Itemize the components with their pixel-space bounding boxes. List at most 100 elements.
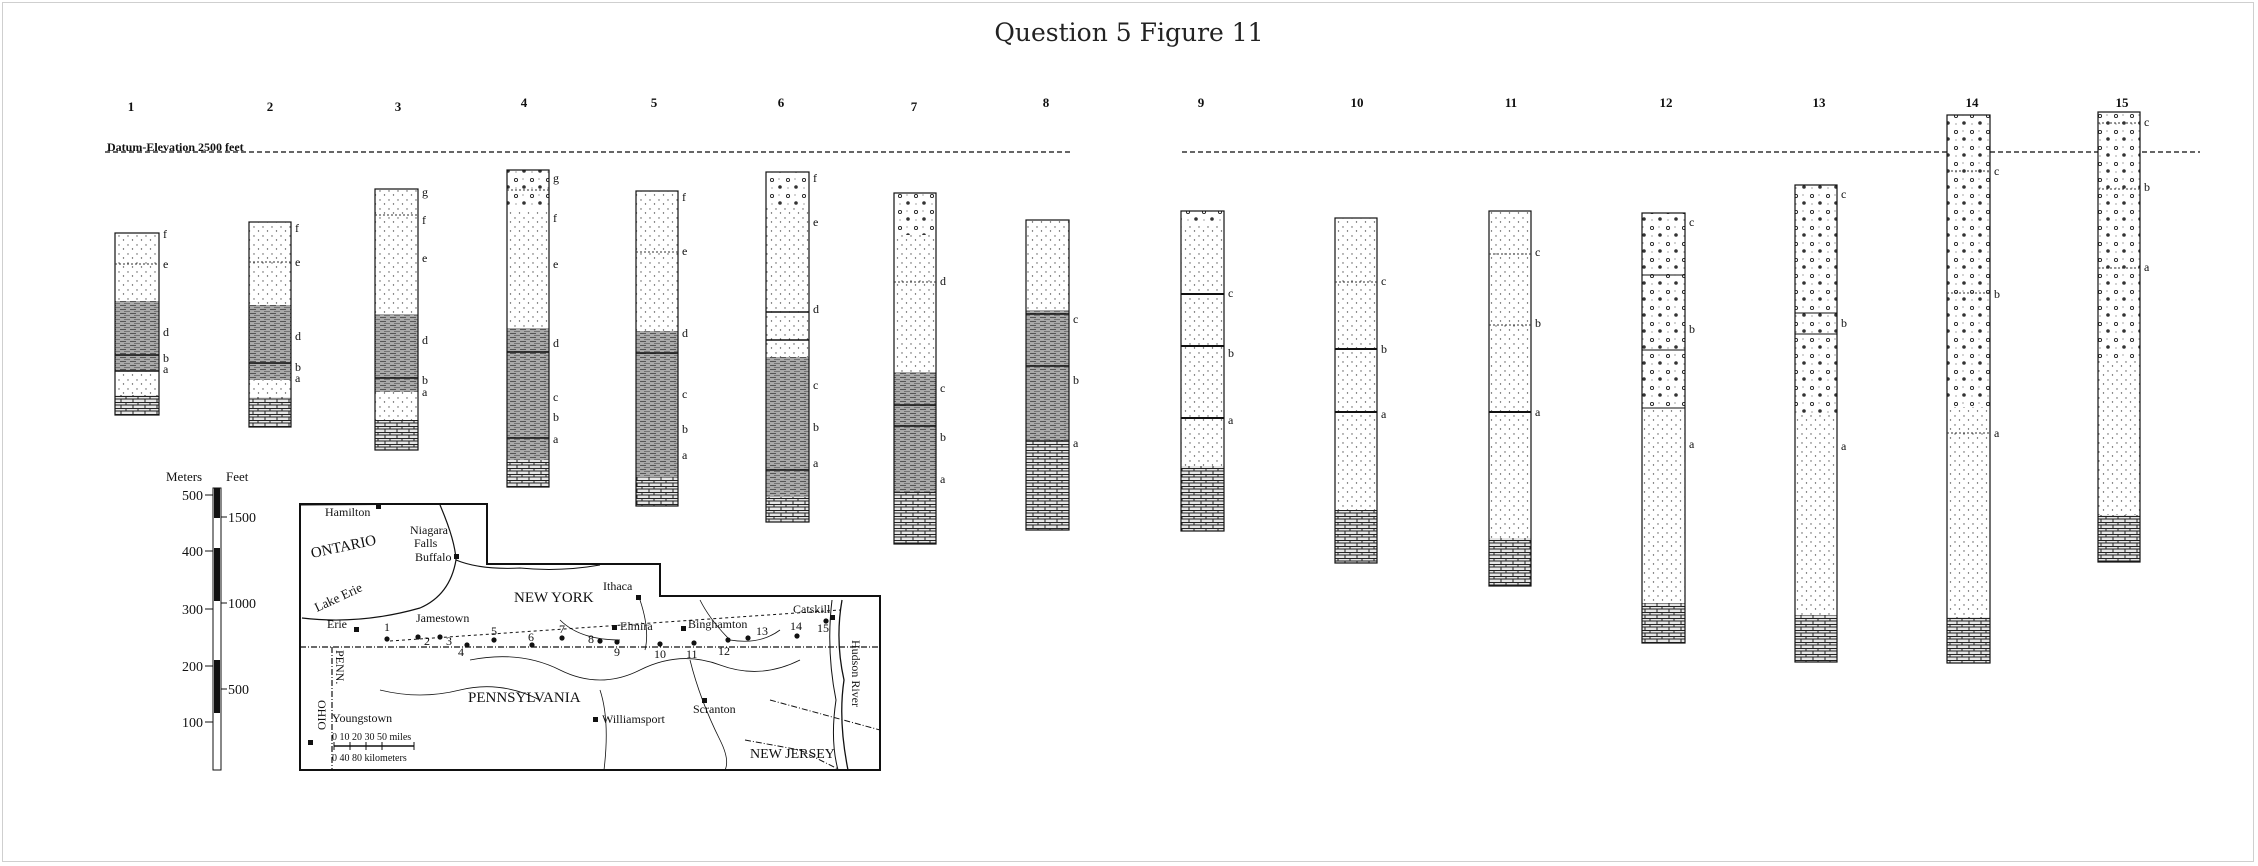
unit-label: a bbox=[1994, 426, 2000, 440]
column-number: 8 bbox=[1043, 95, 1050, 110]
unit-label: a bbox=[2144, 260, 2150, 274]
unit-label: e bbox=[422, 251, 427, 265]
column-11: 11 c b a bbox=[1488, 95, 1541, 587]
unit-label: b bbox=[295, 360, 301, 374]
feet-label: Feet bbox=[226, 469, 249, 484]
feet-tick: 500 bbox=[228, 683, 249, 698]
unit-label: b bbox=[2144, 180, 2150, 194]
unit-label: b bbox=[1689, 322, 1695, 336]
datum-label: Datum-Elevation 2500 feet bbox=[107, 140, 244, 154]
map-city-label: Williamsport bbox=[602, 712, 666, 726]
unit-label: a bbox=[422, 385, 428, 399]
column-number: 2 bbox=[267, 99, 274, 114]
feet-tick: 1000 bbox=[228, 597, 256, 612]
column-14: 14 c b a bbox=[1946, 95, 2000, 664]
column-15: 15 c b a bbox=[2097, 95, 2150, 563]
unit-label: d bbox=[813, 302, 819, 316]
column-5: 5 f e d c b a bbox=[635, 95, 688, 507]
meters-tick: 100 bbox=[182, 716, 203, 731]
map-city-label: Niagara bbox=[410, 523, 449, 537]
unit-label: f bbox=[682, 190, 686, 204]
map-scale-miles: 0 10 20 30 50 miles bbox=[332, 732, 411, 743]
unit-label: b bbox=[1994, 287, 2000, 301]
unit-label: g bbox=[422, 185, 428, 199]
map-region-label: Hudson River bbox=[849, 640, 863, 707]
map-city-label: Binghamton bbox=[688, 617, 747, 631]
column-number: 7 bbox=[911, 99, 918, 114]
map-site-number: 10 bbox=[654, 647, 666, 661]
vertical-scale: Meters Feet 500 400 300 200 100 1500 100… bbox=[166, 469, 256, 771]
meters-tick: 500 bbox=[182, 489, 203, 504]
map-city-label: Elmira bbox=[620, 619, 653, 633]
unit-label: c bbox=[1073, 312, 1078, 326]
unit-label: e bbox=[813, 215, 818, 229]
column-1: 1 f e d b a bbox=[114, 99, 169, 416]
map-site-number: 1 bbox=[384, 620, 390, 634]
unit-label: c bbox=[2144, 115, 2149, 129]
column-number: 5 bbox=[651, 95, 658, 110]
meters-tick: 200 bbox=[182, 660, 203, 675]
unit-label: c bbox=[682, 387, 687, 401]
map-region-label: PENN. bbox=[333, 650, 347, 684]
column-number: 9 bbox=[1198, 95, 1205, 110]
unit-label: a bbox=[940, 472, 946, 486]
column-number: 15 bbox=[2116, 95, 2130, 110]
unit-label: b bbox=[1535, 316, 1541, 330]
unit-label: d bbox=[163, 325, 169, 339]
unit-label: c bbox=[1689, 215, 1694, 229]
column-number: 13 bbox=[1813, 95, 1827, 110]
unit-label: f bbox=[422, 213, 426, 227]
column-number: 14 bbox=[1966, 95, 1980, 110]
location-map: ONTARIO NEW YORK PENNSYLVANIA NEW JERSEY… bbox=[299, 503, 881, 771]
unit-label: b bbox=[1841, 316, 1847, 330]
map-scale-bar: 0 10 20 30 50 miles 0 40 80 kilometers bbox=[332, 732, 415, 764]
unit-label: d bbox=[553, 336, 559, 350]
map-region-label: PENNSYLVANIA bbox=[468, 690, 581, 706]
meters-label: Meters bbox=[166, 469, 202, 484]
unit-label: f bbox=[813, 171, 817, 185]
map-city-label: Hamilton bbox=[325, 505, 370, 519]
column-7: 7 d c b a bbox=[893, 99, 946, 545]
unit-label: c bbox=[1381, 274, 1386, 288]
map-site-number: 6 bbox=[528, 630, 534, 644]
unit-label: a bbox=[1228, 413, 1234, 427]
unit-label: c bbox=[1535, 245, 1540, 259]
map-site-number: 9 bbox=[614, 645, 620, 659]
figure-title: Question 5 Figure 11 bbox=[994, 18, 1264, 47]
unit-label: a bbox=[1841, 439, 1847, 453]
column-number: 4 bbox=[521, 95, 528, 110]
unit-label: c bbox=[1994, 164, 1999, 178]
unit-label: e bbox=[553, 257, 558, 271]
map-site-number: 8 bbox=[588, 632, 594, 646]
unit-label: b bbox=[1073, 373, 1079, 387]
unit-label: b bbox=[682, 422, 688, 436]
column-8: 8 c b a bbox=[1025, 95, 1079, 531]
map-scale-km: 0 40 80 kilometers bbox=[332, 753, 407, 764]
map-city-label: Scranton bbox=[693, 702, 736, 716]
unit-label: b bbox=[1381, 342, 1387, 356]
unit-label: a bbox=[553, 432, 559, 446]
column-number: 3 bbox=[395, 99, 402, 114]
map-site-number: 14 bbox=[790, 619, 802, 633]
unit-label: c bbox=[1841, 187, 1846, 201]
unit-label: b bbox=[940, 430, 946, 444]
map-site-number: 3 bbox=[446, 634, 452, 648]
unit-label: a bbox=[1689, 437, 1695, 451]
map-site-number: 2 bbox=[424, 634, 430, 648]
map-city-label: Buffalo bbox=[415, 550, 451, 564]
unit-label: d bbox=[422, 333, 428, 347]
column-12: 12 c b a bbox=[1641, 95, 1695, 644]
unit-label: c bbox=[813, 378, 818, 392]
unit-label: a bbox=[682, 448, 688, 462]
unit-label: b bbox=[422, 373, 428, 387]
map-site-number: 13 bbox=[756, 624, 768, 638]
feet-tick: 1500 bbox=[228, 511, 256, 526]
unit-label: a bbox=[1073, 436, 1079, 450]
map-site-number: 11 bbox=[686, 647, 698, 661]
unit-label: d bbox=[940, 274, 946, 288]
unit-label: f bbox=[295, 221, 299, 235]
map-region-label: NEW YORK bbox=[514, 590, 594, 606]
column-13: 13 c b a bbox=[1794, 95, 1847, 663]
map-site-number: 12 bbox=[718, 644, 730, 658]
unit-label: d bbox=[295, 329, 301, 343]
